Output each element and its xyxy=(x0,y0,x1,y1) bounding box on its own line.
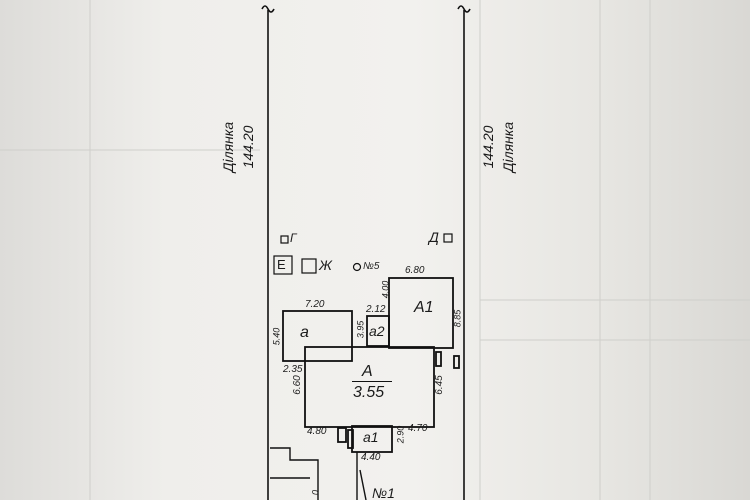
a1-left-dim: 4.00 xyxy=(380,280,391,299)
a1-left-dim: 4.80 xyxy=(307,426,327,437)
well-circle xyxy=(352,262,362,272)
marker-d-label: Д xyxy=(429,229,439,245)
building-A xyxy=(304,346,435,428)
building-a1 xyxy=(351,425,393,453)
building-a-label: а xyxy=(300,324,309,341)
a1-right-dim: 4.70 xyxy=(408,423,428,434)
building-A1-label: А1 xyxy=(414,299,434,316)
buildings xyxy=(282,277,460,453)
building-a xyxy=(282,310,353,362)
A-right-dim: 6.45 xyxy=(434,375,445,395)
left-plot-label: Ділянка xyxy=(220,121,236,173)
a-right-dim: 3.95 xyxy=(355,320,366,339)
marker-g-square xyxy=(280,235,289,244)
right-plot-label: Ділянка xyxy=(500,121,516,173)
a1-top-dim: 6.80 xyxy=(405,265,425,276)
marker-g-label: Г xyxy=(290,231,297,245)
a2-top-dim: 2.12 xyxy=(366,304,386,315)
a1-side-dim: 2.90 xyxy=(395,425,406,444)
building-a1-label: а1 xyxy=(363,429,379,445)
a-left-dim: 5.40 xyxy=(271,327,282,346)
building-A-height: 3.55 xyxy=(353,384,385,401)
marker-zh-box xyxy=(301,258,317,274)
building-A1 xyxy=(388,277,454,349)
marker-d-square xyxy=(443,233,453,243)
right-plot-length: 144.20 xyxy=(480,125,496,169)
plot-boundaries xyxy=(261,5,471,500)
bottom-dim: 0 xyxy=(310,490,321,496)
marker-zh-label: Ж xyxy=(319,257,332,273)
marker-e-label: Е xyxy=(277,257,286,272)
a1-right-dim: 8.85 xyxy=(452,309,463,328)
a1-bottom-dim: 4.40 xyxy=(361,452,381,463)
building-a2-label: а2 xyxy=(369,323,385,339)
well-label: №5 xyxy=(363,261,380,272)
A-corner-dim: 2.35 xyxy=(283,364,303,375)
no1-label: №1 xyxy=(372,485,395,500)
left-plot-length: 144.20 xyxy=(240,125,256,169)
A-left-dim: 6.60 xyxy=(292,375,303,395)
marker-e-box xyxy=(273,255,293,275)
building-A-divider xyxy=(352,381,392,382)
building-A-label: А xyxy=(362,363,373,380)
a-top-dim: 7.20 xyxy=(305,299,325,310)
